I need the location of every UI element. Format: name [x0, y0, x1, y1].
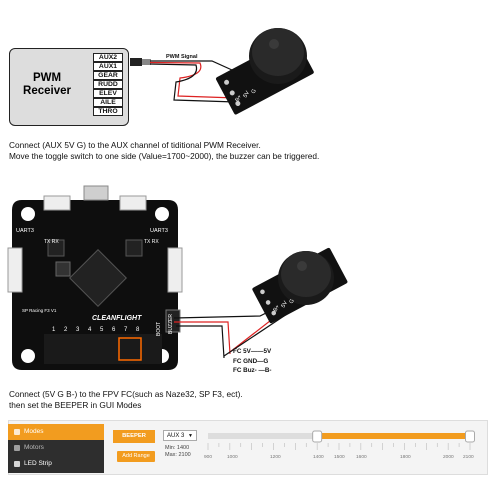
fc-mount-hole-tl: [21, 207, 35, 221]
buzzer-mid-pin-g: G: [289, 298, 296, 305]
fc-pin-number-8: 8: [136, 327, 140, 333]
scale-label-2100: 2100: [463, 455, 474, 460]
led-strip-icon: [14, 461, 20, 467]
fc-pin-number-1: 1: [52, 327, 56, 333]
buzzer-pin-label-5v: 5V: [243, 90, 252, 99]
sidebar-item-motors[interactable]: Motors: [8, 440, 104, 456]
caption1-line1: Connect (AUX 5V G) to the AUX channel of…: [9, 140, 261, 150]
fc-connector-top-left: [43, 195, 71, 211]
fc-boot-label: BOOT: [156, 322, 162, 336]
fc-pin-header: [44, 334, 162, 364]
wiring-legend: FC 5V——5V FC GND—G FC Buz- —B-: [233, 347, 271, 376]
receiver-channel-aux2: AUX2: [93, 53, 123, 62]
fc-pin-number-2: 2: [64, 327, 68, 333]
sidebar-item-label: LED Strip: [24, 460, 52, 467]
buzzer-mid-pin-5v: 5V: [281, 300, 290, 309]
fc-pin-highlight: [118, 337, 142, 361]
fc-txrx-label-right: TX RX: [144, 239, 159, 245]
scale-label-1400: 1400: [313, 455, 324, 460]
modes-icon: [14, 429, 20, 435]
sidebar-item-led-strip[interactable]: LED Strip: [8, 456, 104, 472]
sidebar-item-modes[interactable]: Modes: [8, 424, 104, 440]
fc-buzzer-label: BUZZER: [168, 314, 174, 334]
fc-chip-small-2: [125, 239, 143, 257]
caption2-line1: Connect (5V G B-) to the FPV FC(such as …: [9, 389, 243, 399]
fc-chip-small-3: [55, 261, 71, 277]
scale-label-900: 900: [204, 455, 213, 460]
range-max-label: Max: 2100: [165, 452, 191, 458]
receiver-channel-thro: THRO: [93, 107, 123, 116]
scale-label-1600: 1600: [356, 455, 367, 460]
fc-connector-left: [7, 247, 23, 293]
caption1-line2: Move the toggle switch to one side (Valu…: [9, 151, 320, 161]
fc-sp-label: SP Racing F3 V1: [22, 308, 57, 313]
buzzer-pin-label-bplus: B+: [235, 94, 244, 103]
fc-connector-top-right: [119, 195, 147, 211]
receiver-channel-aile: AILE: [93, 98, 123, 107]
receiver-channel-gear: GEAR: [93, 71, 123, 80]
slider-ticks: [207, 443, 471, 450]
receiver-channel-aux1: AUX1: [93, 62, 123, 71]
scale-label-1800: 1800: [400, 455, 411, 460]
aux-channel-value: AUX 3: [167, 433, 185, 439]
sidebar-item-label: Motors: [24, 444, 44, 451]
slider-handle-max[interactable]: [465, 430, 475, 443]
fc-pin-number-6: 6: [112, 327, 116, 333]
wiring-line-5v: FC 5V——5V: [233, 348, 272, 355]
fc-mcu-chip: [69, 249, 127, 307]
buzzer-pin-label-g: G: [251, 88, 258, 95]
receiver-channel-rudd: RUDD: [93, 80, 123, 89]
pwm-receiver-title: PWM Receiver: [14, 72, 80, 98]
scale-label-1000: 1000: [227, 455, 238, 460]
fc-uart-label-left: UART3: [16, 228, 34, 234]
fc-pin-number-7: 7: [124, 327, 128, 333]
scale-label-1500: 1500: [334, 455, 345, 460]
pwm-receiver-title-line1: PWM: [32, 72, 62, 84]
fc-pin-number-5: 5: [100, 327, 104, 333]
motors-icon: [14, 445, 20, 451]
pwm-connector: [130, 58, 142, 66]
fc-usb-port: [83, 185, 109, 201]
mode-name-badge: BEEPER: [113, 430, 155, 443]
fc-mount-hole-tr: [155, 207, 169, 221]
chevron-down-icon: ▼: [188, 433, 193, 439]
pwm-connector-plug: [142, 59, 151, 65]
slider-handle-min[interactable]: [312, 430, 323, 443]
caption2-line2: then set the BEEPER in GUI Modes: [9, 400, 142, 410]
fc-connector-right: [167, 247, 183, 293]
scale-label-1200: 1200: [270, 455, 281, 460]
fc-brand-label: CLEANFLIGHT: [92, 315, 142, 322]
wiring-line-buz: FC Buz- —B-: [233, 367, 272, 374]
sidebar-item-label: Modes: [24, 428, 44, 435]
fc-txrx-label-left: TX RX: [44, 239, 59, 245]
pwm-receiver-title-line2: Receiver: [23, 85, 71, 97]
fc-chip-small-1: [47, 239, 65, 257]
fc-uart-label-right: UART3: [150, 228, 168, 234]
pwm-signal-label: PWM Signal: [166, 54, 198, 60]
wiring-line-gnd: FC GND—G: [233, 357, 269, 365]
fc-pin-number-4: 4: [88, 327, 92, 333]
receiver-channel-elev: ELEV: [93, 89, 123, 98]
fc-mount-hole-bl: [21, 349, 35, 363]
add-range-button[interactable]: Add Range: [117, 451, 155, 462]
range-min-label: Min: 1400: [165, 445, 190, 451]
scale-label-2000: 2000: [443, 455, 454, 460]
aux-channel-select[interactable]: AUX 3 ▼: [163, 430, 197, 441]
fc-pin-number-3: 3: [76, 327, 80, 333]
buzzer-mid-pin-bplus: B+: [273, 304, 282, 313]
